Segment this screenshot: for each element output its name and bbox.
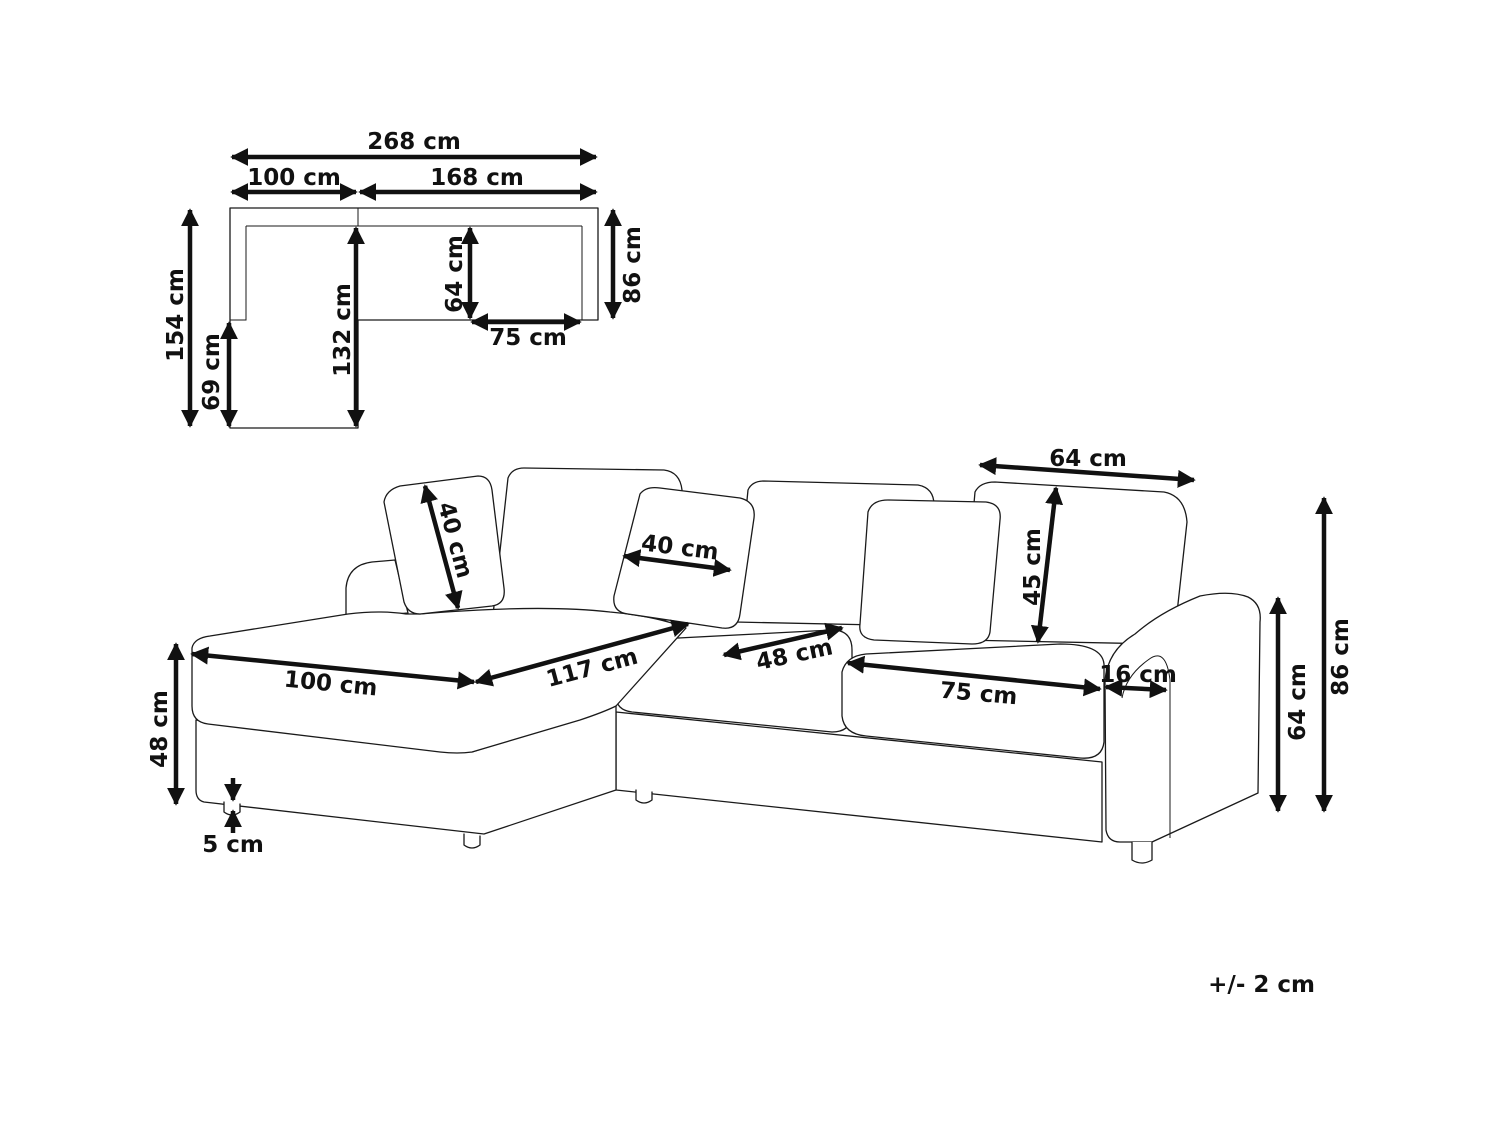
label-chaise-extension: 69 cm	[199, 333, 225, 411]
dim-line-pillow-middle	[622, 549, 732, 577]
label-chaise-seat-depth: 132 cm	[330, 283, 356, 377]
dim-line-arm-width	[1104, 678, 1168, 699]
label-sofa-depth: 86 cm	[620, 226, 646, 304]
label-sofa-width: 168 cm	[430, 165, 524, 191]
label-chaise-width: 100 cm	[247, 165, 341, 191]
armrest-left	[345, 559, 409, 619]
label-seat-height: 48 cm	[147, 690, 173, 768]
dim-line-right-seat-width	[846, 655, 1102, 697]
armrest-right	[1104, 592, 1261, 843]
label-seat-depth: 64 cm	[442, 235, 468, 313]
tolerance-note: +/- 2 cm	[1208, 972, 1315, 998]
leg-back-middle	[635, 789, 653, 804]
leg-front-right	[1131, 841, 1153, 864]
dim-line-chaise-front	[190, 646, 476, 690]
label-arm-height: 64 cm	[1285, 663, 1311, 741]
label-backrest-height: 45 cm	[1020, 528, 1046, 606]
throw-pillow-right	[859, 499, 1001, 645]
label-arm-width: 16 cm	[1099, 662, 1177, 688]
label-overall-height: 86 cm	[1328, 618, 1354, 696]
leg-front-middle	[463, 833, 481, 849]
label-leg-height: 5 cm	[202, 832, 264, 858]
perspective-view: 40 cm 40 cm 64 cm 45 cm 86 cm 64 cm 48 c…	[147, 446, 1354, 864]
label-backrest-width: 64 cm	[1049, 446, 1127, 472]
dim-line-backrest-height	[1030, 486, 1064, 644]
dim-line-backrest-width	[978, 457, 1196, 488]
top-view: 268 cm 100 cm 168 cm 154 cm 69 cm 132 cm…	[163, 129, 646, 429]
label-total-width: 268 cm	[367, 129, 461, 155]
top-view-left-arm	[230, 226, 247, 321]
label-seat-width: 75 cm	[489, 325, 567, 351]
top-view-right-arm	[581, 226, 598, 321]
dim-line-pillow-left	[420, 484, 463, 610]
chaise-base	[195, 705, 617, 835]
top-view-outline	[229, 207, 599, 429]
dim-line-chaise-side	[474, 619, 690, 687]
label-total-depth: 154 cm	[163, 268, 189, 362]
dim-line-middle-seat-depth	[722, 622, 844, 661]
